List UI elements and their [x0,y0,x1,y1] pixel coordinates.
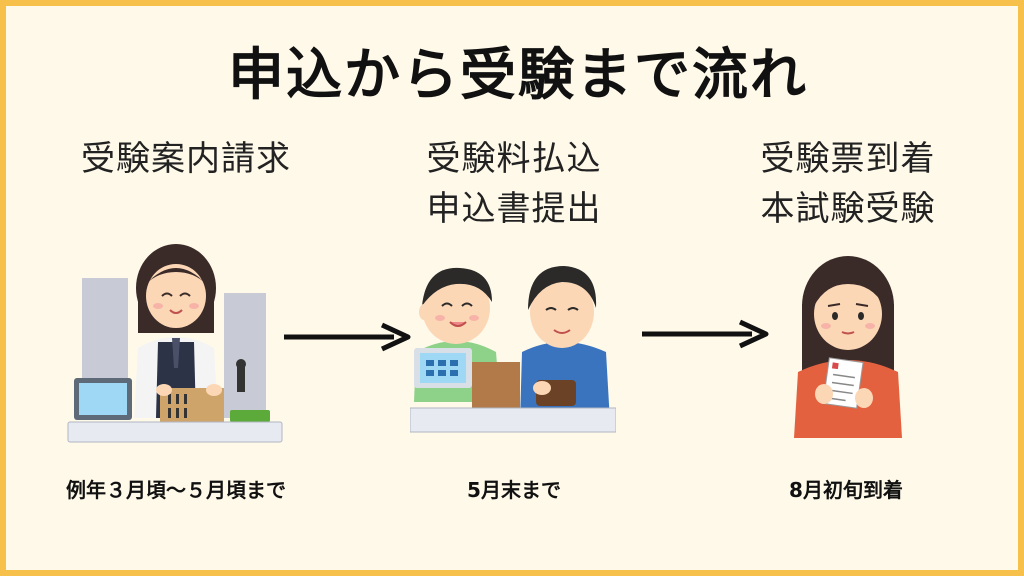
step-3-caption: 8月初旬到着 [789,478,903,502]
step-2-label-line-2: 申込書提出 [426,189,602,229]
page-title: 申込から受験まで流れ [228,43,808,108]
arrow-right-icon [642,319,769,349]
step-3-label-line-2: 本試験受験 [760,189,936,229]
step-2-label: 受験料払込 申込書提出 [364,134,664,234]
step-2-caption: 5月末まで [467,478,561,502]
step-3-label: 受験票到着 本試験受験 [698,134,998,234]
step-1-caption: 例年３月頃〜５月頃まで [66,478,286,502]
step-1-label: 受験案内請求 [36,134,336,184]
arrow-right-icon [284,322,411,352]
customers-paying-illustration [410,266,616,433]
step-1-label-line-1: 受験案内請求 [81,139,291,179]
clerk-at-counter-illustration [67,244,283,443]
step-2-label-line-1: 受験料払込 [426,139,602,179]
step-3-label-line-1: 受験票到着 [760,139,936,179]
woman-holding-ticket-illustration [794,256,902,438]
